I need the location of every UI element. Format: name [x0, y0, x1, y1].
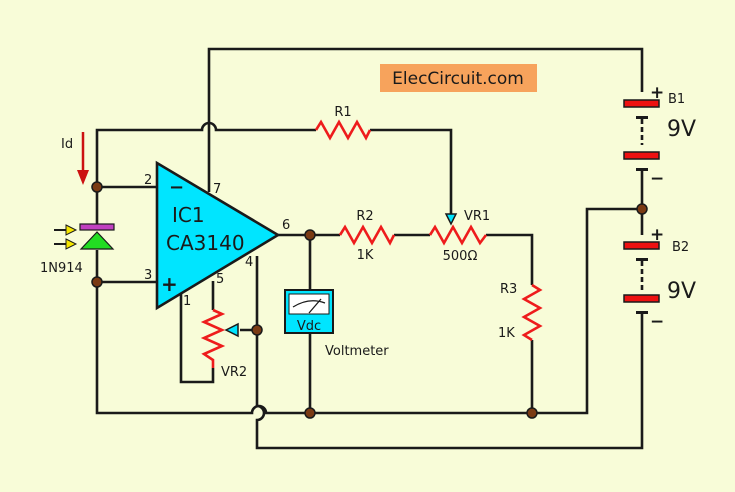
diode-triangle — [79, 231, 115, 250]
node-vr2-wiper — [251, 324, 263, 336]
node-r3-ground — [526, 407, 538, 419]
resistor-r1[interactable]: R1 — [314, 105, 372, 141]
vr1-wiper-arrow-icon[interactable] — [444, 213, 458, 226]
vr1-zigzag — [428, 224, 488, 246]
r3-zigzag — [521, 283, 543, 342]
watermark: ElecCircuit.com — [380, 64, 537, 92]
opamp-ic1[interactable]: IC1 CA3140 − + 2 3 7 6 4 5 1 — [144, 160, 290, 311]
b1-cell-neg-1 — [636, 116, 648, 119]
b2-label: B2 — [672, 240, 689, 255]
wire-vminus-to-b2 — [255, 256, 644, 450]
pin-1-label: 1 — [183, 294, 191, 309]
b2-negative-terminal — [636, 311, 648, 314]
r2-value: 1K — [357, 248, 374, 263]
junction-nodes — [91, 181, 648, 419]
pin-3-label: 3 — [144, 268, 152, 283]
node-meter-ground — [304, 407, 316, 419]
b2-minus-sign: − — [650, 312, 664, 332]
wire-offset-pin1 — [179, 292, 215, 384]
vr2-wiper-arrow-icon[interactable] — [224, 322, 239, 338]
light-arrow-icon — [54, 224, 78, 250]
vr2-label: VR2 — [221, 365, 247, 380]
r2-label: R2 — [356, 209, 373, 224]
opamp-part: CA3140 — [166, 231, 245, 255]
wire-r1-to-vr1-wiper — [370, 128, 453, 214]
pin-2-label: 2 — [144, 173, 152, 188]
vr1-value: 500Ω — [443, 249, 478, 264]
r3-value: 1K — [498, 326, 515, 341]
b1-plate-positive — [623, 99, 660, 108]
b2-plate-positive — [623, 241, 660, 250]
b1-label: B1 — [668, 92, 685, 107]
b1-negative-terminal — [636, 168, 648, 171]
meter-display: Vdc — [297, 319, 321, 334]
b1-plus-sign: + — [650, 83, 664, 103]
resistor-r3[interactable]: R3 1K — [498, 282, 543, 342]
pin-5-label: 5 — [216, 272, 224, 287]
opamp-triangle — [155, 160, 281, 311]
b1-plate-2 — [623, 151, 660, 160]
diode-cathode-bar — [79, 223, 115, 231]
wire-feedback-left — [95, 121, 316, 187]
r3-label: R3 — [500, 282, 517, 297]
meter-face — [288, 293, 330, 315]
b2-plus-sign: + — [650, 225, 664, 245]
photodiode[interactable]: 1N914 — [40, 223, 115, 276]
voltmeter-label: Voltmeter — [325, 344, 389, 359]
pin-4-label: 4 — [245, 255, 253, 270]
current-label: Id — [61, 137, 73, 152]
r2-zigzag — [338, 224, 396, 246]
pin-6-label: 6 — [282, 218, 290, 233]
node-output — [304, 229, 316, 241]
b1-minus-sign: − — [650, 169, 664, 189]
node-noninverting — [91, 276, 103, 288]
node-battery-midpoint — [636, 203, 648, 215]
wires — [95, 47, 644, 450]
b2-plate-2 — [623, 294, 660, 303]
potentiometer-vr2[interactable]: VR2 — [200, 308, 247, 380]
b2-cell-neg-1 — [636, 258, 648, 261]
node-inverting — [91, 181, 103, 193]
noninverting-sign: + — [161, 272, 178, 296]
battery-b2[interactable]: + − B2 9V — [623, 225, 696, 332]
voltmeter[interactable]: Vdc — [284, 289, 334, 334]
watermark-background — [380, 64, 537, 92]
diode-part-label: 1N914 — [40, 261, 83, 276]
meter-needle-icon — [308, 298, 322, 314]
meter-scale-icon — [292, 300, 326, 308]
resistor-r2[interactable]: R2 1K — [338, 209, 396, 263]
wire-vplus-to-b1 — [207, 47, 644, 192]
pin-7-label: 7 — [213, 182, 221, 197]
b2-voltage: 9V — [667, 279, 696, 304]
watermark-text: ElecCircuit.com — [392, 69, 524, 89]
inverting-sign: − — [169, 177, 184, 198]
battery-b1[interactable]: + − B1 9V — [623, 83, 696, 189]
wire-vr1-to-r3 — [486, 233, 534, 285]
vr2-zigzag — [200, 308, 226, 368]
b1-voltage: 9V — [667, 117, 696, 142]
r1-zigzag — [314, 119, 372, 141]
vr1-label: VR1 — [464, 209, 490, 224]
opamp-name: IC1 — [172, 203, 205, 227]
r1-label: R1 — [334, 105, 351, 120]
current-arrow-icon — [77, 132, 89, 185]
potentiometer-vr1[interactable]: VR1 500Ω — [428, 209, 490, 264]
